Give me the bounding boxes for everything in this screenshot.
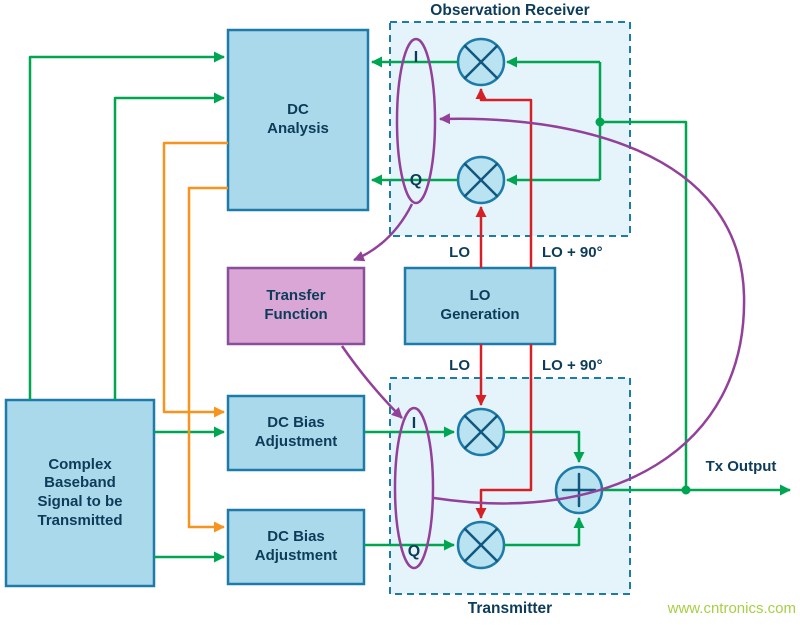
observation-i-port-label: I <box>413 49 419 66</box>
transmitter-lo-label: LO <box>449 356 470 374</box>
signal-path-baseband-to-dc-analysis-1 <box>28 51 225 400</box>
bias-path-dc-analysis-to-bias-q <box>187 186 228 533</box>
dc-bias-adjustment-q-label: DC Bias Adjustment <box>254 528 338 564</box>
transfer-function-label: Transfer Function <box>264 287 328 323</box>
signal-path-baseband-to-dc-analysis-2 <box>113 92 225 400</box>
dc-analysis-block <box>226 28 370 212</box>
complex-baseband-label: Complex Baseband Signal to be Transmitte… <box>37 455 123 529</box>
observation-lo-label: LO <box>449 243 470 261</box>
feedback-path-tx-to-observation <box>600 120 688 490</box>
transmitter-mixer-i-icon <box>456 407 506 457</box>
transmitter-iq-ellipse <box>393 406 435 570</box>
bias-path-dc-analysis-to-bias-i <box>162 141 228 418</box>
lo-generation-label: LO Generation <box>440 287 520 323</box>
observation-receiver-title: Observation Receiver <box>430 2 590 20</box>
summer-icon <box>554 465 604 515</box>
watermark: www.cntronics.com <box>667 599 796 617</box>
dc-analysis-label: DC Analysis <box>267 101 329 137</box>
transmitter-mixer-q-icon <box>456 520 506 570</box>
junction-dot-tx-output <box>681 485 691 495</box>
dc-bias-adjustment-i-block <box>226 394 366 472</box>
mapping-path-obs-iq-to-transfer <box>353 203 414 262</box>
transmitter-i-port-label: I <box>411 415 417 432</box>
mapping-path-tx-iq-to-obs-iq <box>433 113 746 505</box>
transmitter-lo90-label: LO + 90° <box>542 356 603 374</box>
observation-q-port-label: Q <box>409 172 423 189</box>
dc-bias-adjustment-q-block <box>226 508 366 586</box>
observation-iq-ellipse <box>395 37 437 205</box>
observation-mixer-i-icon <box>456 37 506 87</box>
observation-lo90-label: LO + 90° <box>542 243 603 261</box>
mapping-path-transfer-to-tx-iq <box>340 345 403 419</box>
junction-dot-feedback <box>595 117 605 127</box>
tx-output-label: Tx Output <box>705 457 777 475</box>
complex-baseband-block <box>4 398 156 588</box>
transmitter-title: Transmitter <box>467 600 553 618</box>
dc-bias-adjustment-i-label: DC Bias Adjustment <box>254 414 338 450</box>
transmitter-q-port-label: Q <box>407 543 421 560</box>
transfer-function-block <box>226 266 366 346</box>
signal-path-mixer-i-to-summer <box>504 430 585 463</box>
signal-path-mixer-q-to-summer <box>504 517 585 547</box>
observation-mixer-q-icon <box>456 155 506 205</box>
lo90-path-to-obs-mixer-i <box>475 88 533 268</box>
